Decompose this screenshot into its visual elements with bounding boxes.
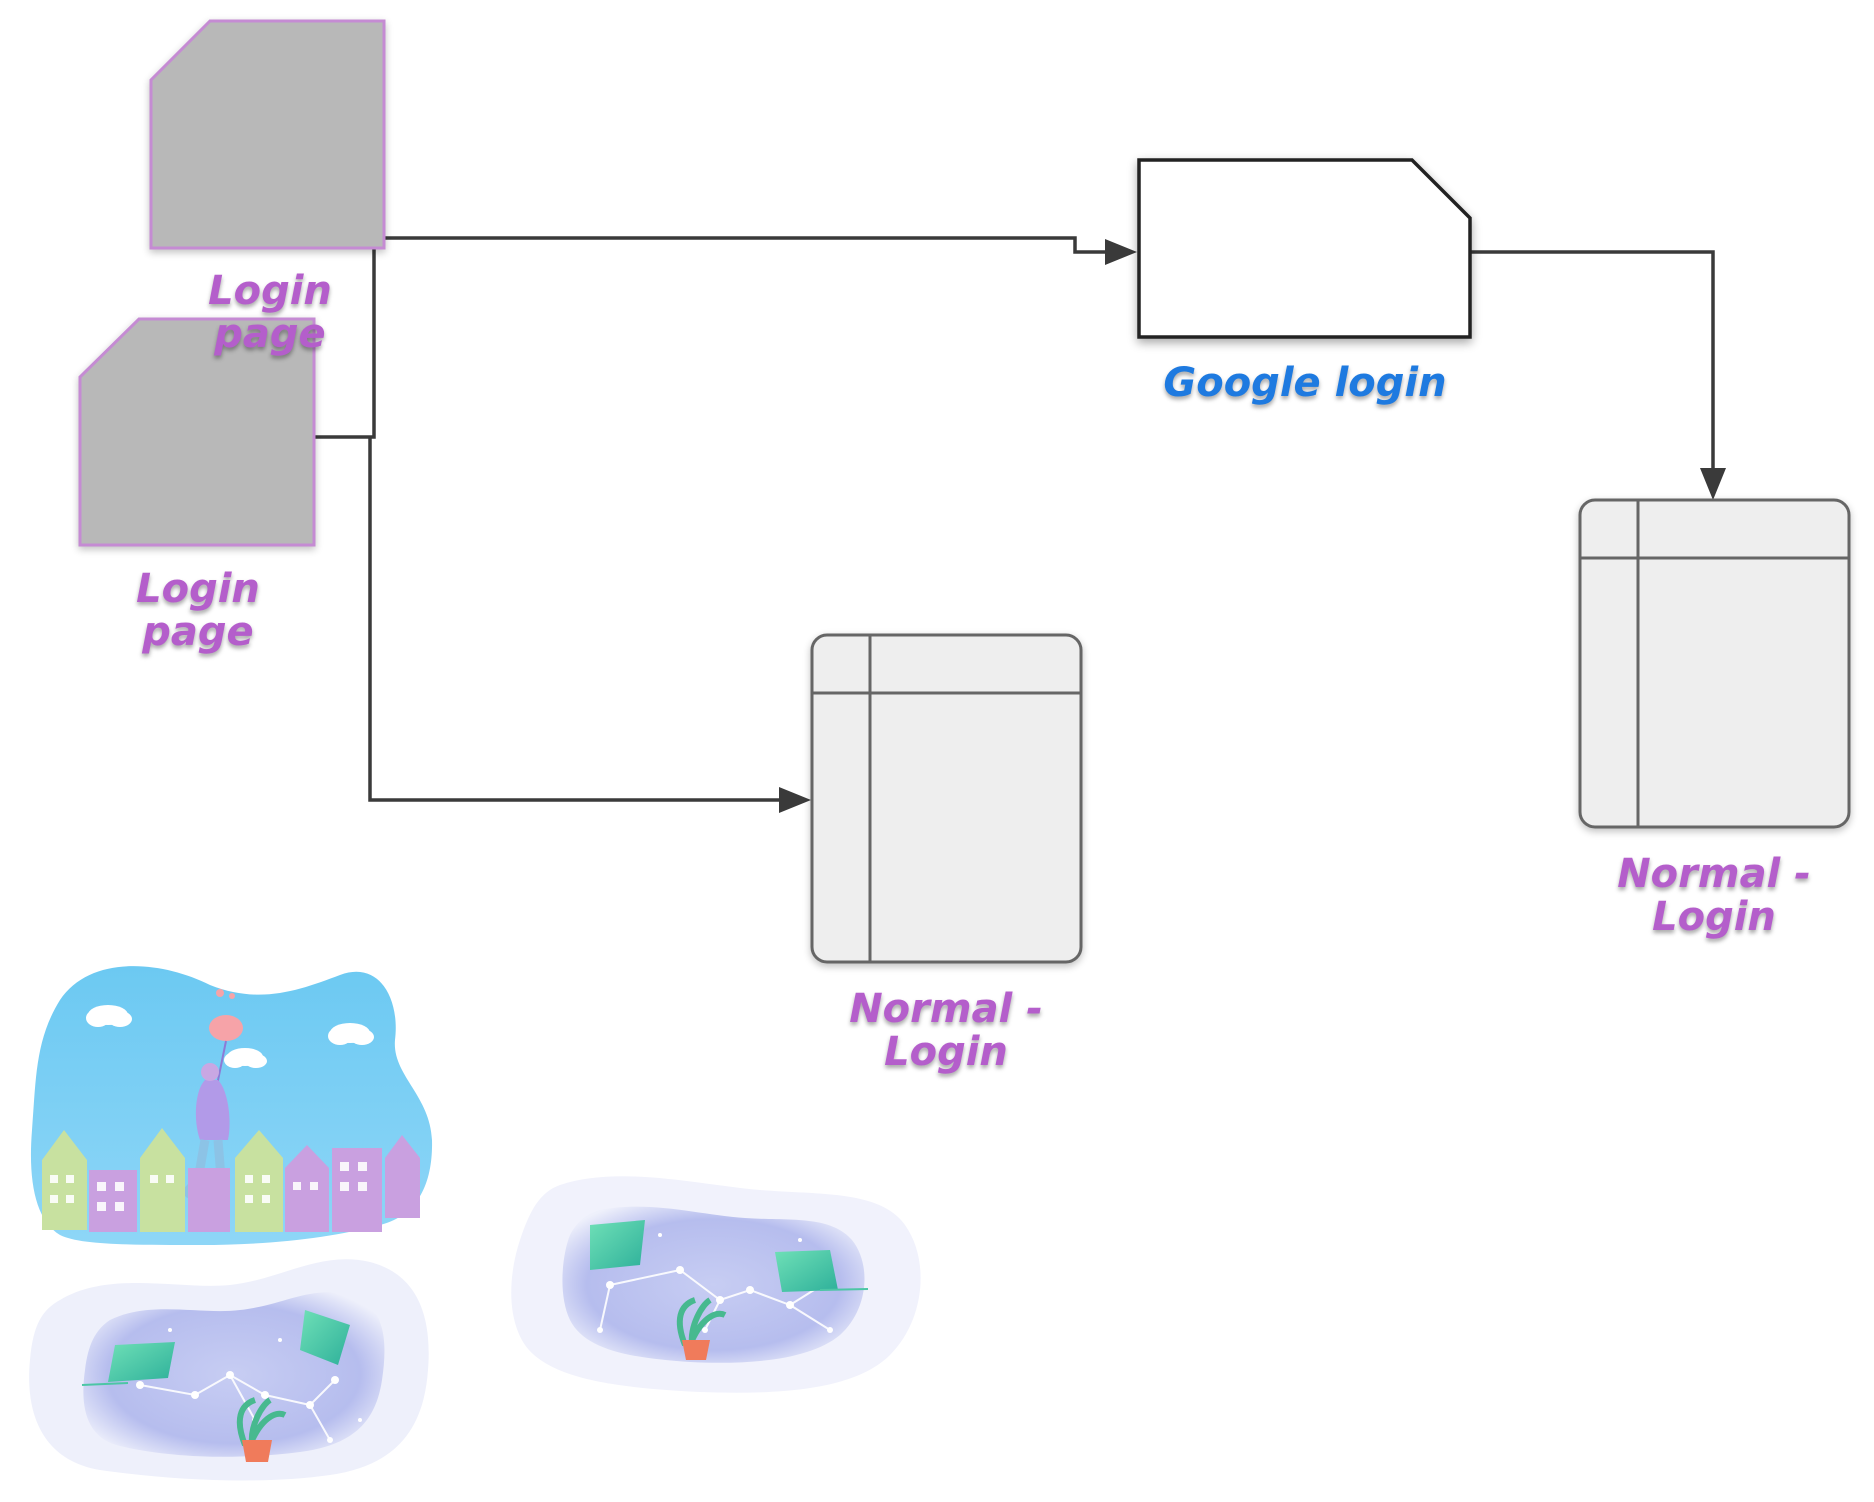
arrowhead-google bbox=[1105, 239, 1137, 265]
edge-loginpage-to-google bbox=[314, 236, 1107, 439]
edge-google-to-normal-right bbox=[1470, 250, 1715, 470]
normal-login-right-label-line2: Login bbox=[1652, 894, 1776, 940]
google-login-label: Google login bbox=[1140, 362, 1470, 405]
normal-login-middle-label-line2: Login bbox=[884, 1029, 1008, 1075]
login-page-bottom-label-line1: Login bbox=[136, 566, 260, 612]
arrowheads bbox=[779, 239, 1726, 813]
normal-login-right-label-line1: Normal - bbox=[1617, 851, 1811, 897]
google-login-card[interactable] bbox=[1137, 158, 1472, 339]
edge-loginpage-to-normal-middle bbox=[368, 437, 782, 802]
constellation-illustration-right bbox=[511, 1176, 921, 1393]
normal-login-middle-label: Normal - Login bbox=[826, 988, 1066, 1074]
normal-login-middle-label-line1: Normal - bbox=[849, 986, 1043, 1032]
login-page-top-label-line1: Login bbox=[208, 268, 332, 314]
normal-login-right-label: Normal - Login bbox=[1594, 853, 1834, 939]
login-page-bottom-label: Login page bbox=[118, 568, 278, 654]
arrowhead-normal-middle bbox=[779, 787, 811, 813]
edges bbox=[314, 236, 1715, 802]
login-page-top-label-line2: page bbox=[214, 311, 326, 357]
city-balloon-illustration bbox=[30, 966, 433, 1245]
constellation-illustration-left bbox=[29, 1259, 429, 1481]
arrowhead-normal-right bbox=[1700, 468, 1726, 500]
login-page-card-top[interactable] bbox=[149, 19, 386, 250]
normal-login-table-right[interactable] bbox=[1578, 498, 1851, 829]
normal-login-table-middle[interactable] bbox=[810, 633, 1083, 964]
google-login-label-text: Google login bbox=[1163, 360, 1447, 406]
login-page-bottom-label-line2: page bbox=[142, 609, 254, 655]
login-page-card-bottom[interactable] bbox=[78, 317, 316, 547]
login-page-top-label: Login page bbox=[190, 270, 350, 356]
